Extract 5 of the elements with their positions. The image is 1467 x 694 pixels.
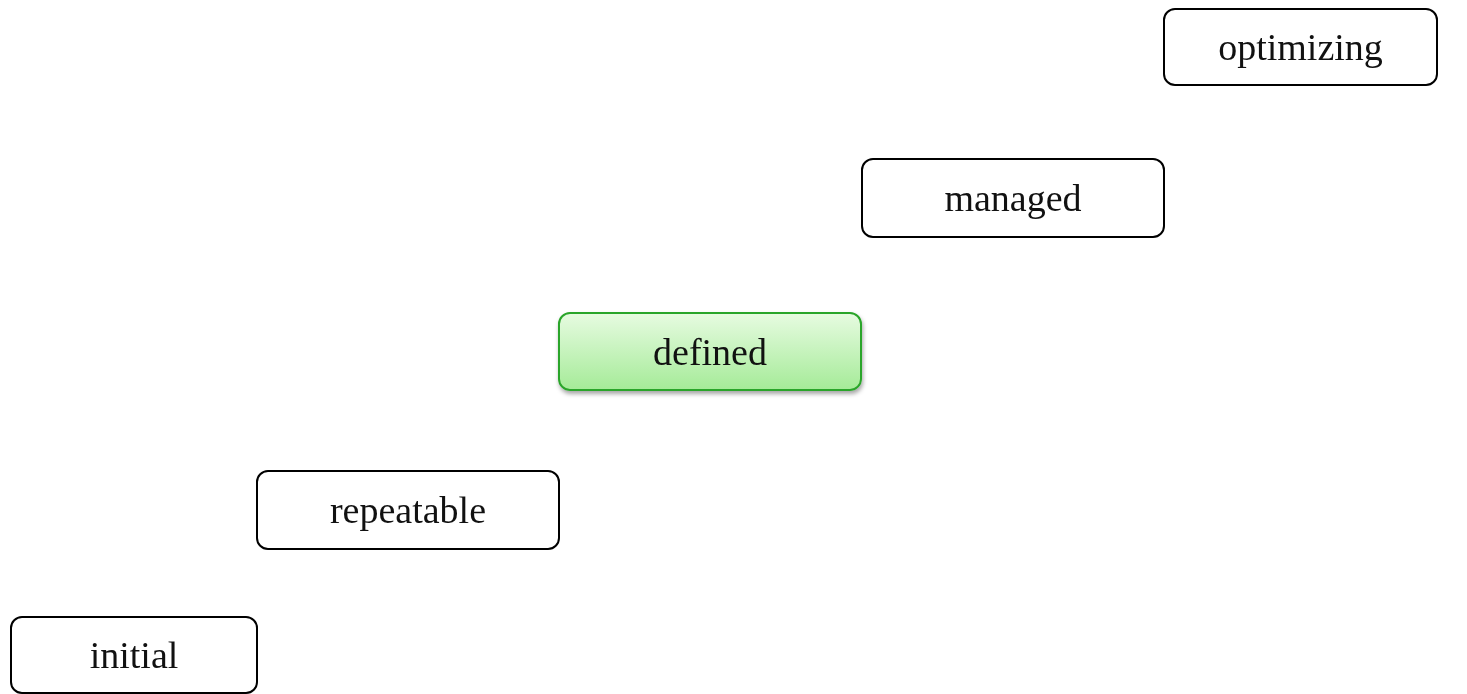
stage-box: defined [558,312,862,391]
stage-box: initial [10,616,258,694]
stage-box: optimizing [1163,8,1438,86]
stage-box: repeatable [256,470,560,550]
stage-box: managed [861,158,1165,238]
